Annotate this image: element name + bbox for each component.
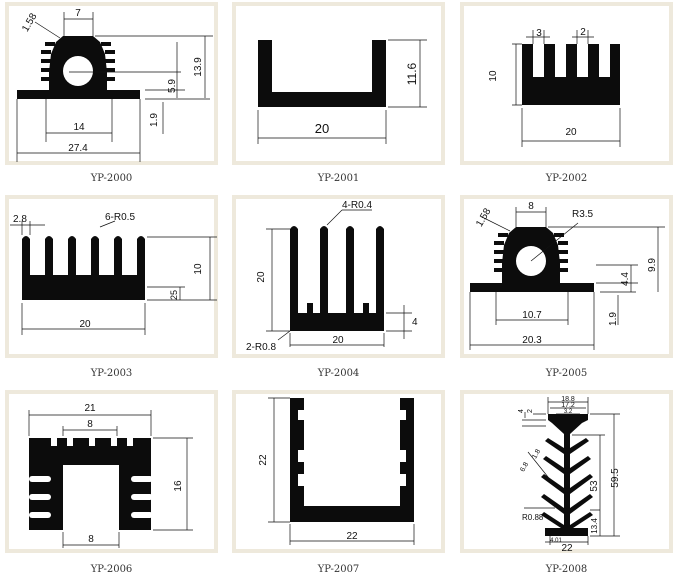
comb-profile bbox=[22, 236, 145, 300]
dim-label: R0.88 bbox=[522, 513, 544, 522]
dim-label: 4-R0.4 bbox=[342, 200, 372, 211]
fins bbox=[41, 42, 115, 81]
dim-label: 16 bbox=[173, 480, 184, 492]
heatsink-drawing: 1.58 8 R3.5 9.9 4.4 1.9 10.7 20.3 bbox=[469, 201, 665, 350]
dim-label: 17.2 bbox=[561, 402, 575, 409]
dim-label: 9.9 bbox=[647, 258, 658, 272]
profile-panel-yp-2003[interactable]: 2.8 6-R0.5 10 25 20 bbox=[5, 195, 218, 358]
dim-label: 2 bbox=[527, 409, 534, 413]
bore bbox=[63, 56, 93, 86]
dim-label: 1.9 bbox=[608, 312, 619, 326]
dim-label: 22 bbox=[258, 454, 269, 466]
base-plate bbox=[17, 90, 140, 99]
heatsink-drawing: 7 1.58 13.9 5.9 1.9 14 27.4 bbox=[16, 8, 213, 162]
u-channel bbox=[290, 398, 414, 522]
u-channel bbox=[258, 40, 386, 107]
dim-label: 20 bbox=[315, 121, 329, 136]
model-label: YP-2003 bbox=[90, 368, 133, 379]
dim-label: 10.7 bbox=[522, 310, 542, 321]
dim-label: 1.58 bbox=[20, 11, 39, 34]
angled-fins bbox=[541, 438, 593, 530]
dim-label: 1.8 bbox=[531, 448, 542, 460]
profile-panel-yp-2004[interactable]: 4-R0.4 20 4 2-R0.8 20 bbox=[232, 195, 445, 358]
profile-panel-yp-2001[interactable]: 11.6 20 bbox=[232, 2, 445, 165]
dim-label: 2.8 bbox=[13, 214, 27, 225]
dim-label: 59.5 bbox=[610, 468, 621, 488]
dim-label: 10 bbox=[488, 70, 499, 82]
dim-label: 25 bbox=[169, 290, 179, 300]
dim-label: 13.9 bbox=[193, 57, 204, 77]
fins bbox=[494, 233, 568, 272]
dim-label: 20 bbox=[565, 127, 577, 138]
profile-panel-yp-2006[interactable]: 21 8 16 8 bbox=[5, 390, 218, 553]
heatsink-drawing: 4-R0.4 20 4 2-R0.8 20 bbox=[246, 200, 418, 353]
dim-label: 22 bbox=[346, 531, 358, 542]
heatsink-drawing: 18.8 17.2 3.2 4 2 1.8 6.8 53 59.5 R0.88 … bbox=[518, 396, 621, 553]
base-plate bbox=[470, 283, 594, 292]
heatsink-drawing: 21 8 16 8 bbox=[28, 403, 193, 548]
dim-label: 1.58 bbox=[474, 206, 493, 229]
spine-profile bbox=[545, 414, 588, 536]
dim-label: 10 bbox=[193, 263, 204, 275]
dim-label: 3 bbox=[536, 28, 542, 39]
model-label: YP-2000 bbox=[90, 173, 133, 184]
profile-panel-yp-2000[interactable]: 7 1.58 13.9 5.9 1.9 14 27.4 bbox=[5, 2, 218, 165]
dim-label: 20 bbox=[256, 271, 267, 283]
model-label: YP-2004 bbox=[317, 368, 360, 379]
model-label: YP-2001 bbox=[317, 173, 360, 184]
dim-label: 11.6 bbox=[405, 62, 419, 85]
profile-panel-yp-2008[interactable]: 18.8 17.2 3.2 4 2 1.8 6.8 53 59.5 R0.88 … bbox=[460, 390, 673, 553]
dim-label: 4.4 bbox=[620, 272, 631, 286]
dim-label: 8 bbox=[88, 534, 94, 545]
dim-label: 4.01 bbox=[550, 538, 562, 544]
heatsink-drawing: 3 2 10 20 bbox=[488, 27, 621, 147]
box-profile bbox=[29, 438, 151, 530]
dim-label: 3.2 bbox=[564, 409, 573, 415]
dim-label: 7 bbox=[75, 8, 81, 19]
heatsink-drawing: 11.6 20 bbox=[257, 39, 427, 144]
dim-label: 5.9 bbox=[167, 79, 178, 93]
dim-label: 27.4 bbox=[68, 143, 88, 154]
u-fin-profile bbox=[290, 226, 384, 331]
dim-label: 6.8 bbox=[519, 461, 530, 473]
dim-label: 20 bbox=[79, 319, 91, 330]
dim-label: 8 bbox=[87, 419, 93, 430]
profile-panel-yp-2002[interactable]: 3 2 10 20 bbox=[460, 2, 673, 165]
dim-label: 21 bbox=[84, 403, 96, 414]
model-label: YP-2007 bbox=[317, 564, 360, 575]
dim-label: 14 bbox=[73, 122, 85, 133]
dim-label: 53 bbox=[589, 480, 600, 492]
model-label: YP-2002 bbox=[545, 173, 588, 184]
comb-profile bbox=[522, 44, 620, 105]
dim-label: 6-R0.5 bbox=[105, 212, 135, 223]
dim-label: 20.3 bbox=[522, 335, 542, 346]
side-slots bbox=[29, 476, 153, 518]
dim-label: 20 bbox=[332, 335, 344, 346]
dim-label: 18.8 bbox=[561, 396, 575, 403]
heatsink-drawing: 2.8 6-R0.5 10 25 20 bbox=[10, 212, 217, 335]
dim-label: 2-R0.8 bbox=[246, 342, 276, 353]
profile-panel-yp-2007[interactable]: 22 22 bbox=[232, 390, 445, 553]
dim-label: 4 bbox=[518, 409, 525, 413]
dim-label: 22 bbox=[561, 543, 573, 553]
model-label: YP-2006 bbox=[90, 564, 133, 575]
heatsink-drawing: 22 22 bbox=[258, 397, 415, 545]
model-label: YP-2008 bbox=[545, 564, 588, 575]
profile-panel-yp-2005[interactable]: 1.58 8 R3.5 9.9 4.4 1.9 10.7 20.3 bbox=[460, 195, 673, 358]
dim-label: 2 bbox=[580, 27, 586, 38]
dim-label: 4 bbox=[412, 317, 418, 328]
dim-label: 8 bbox=[528, 201, 534, 212]
dim-label: 1.9 bbox=[149, 113, 160, 127]
dim-label: 13.4 bbox=[590, 518, 599, 534]
model-label: YP-2005 bbox=[545, 368, 588, 379]
dim-label: R3.5 bbox=[572, 209, 594, 220]
